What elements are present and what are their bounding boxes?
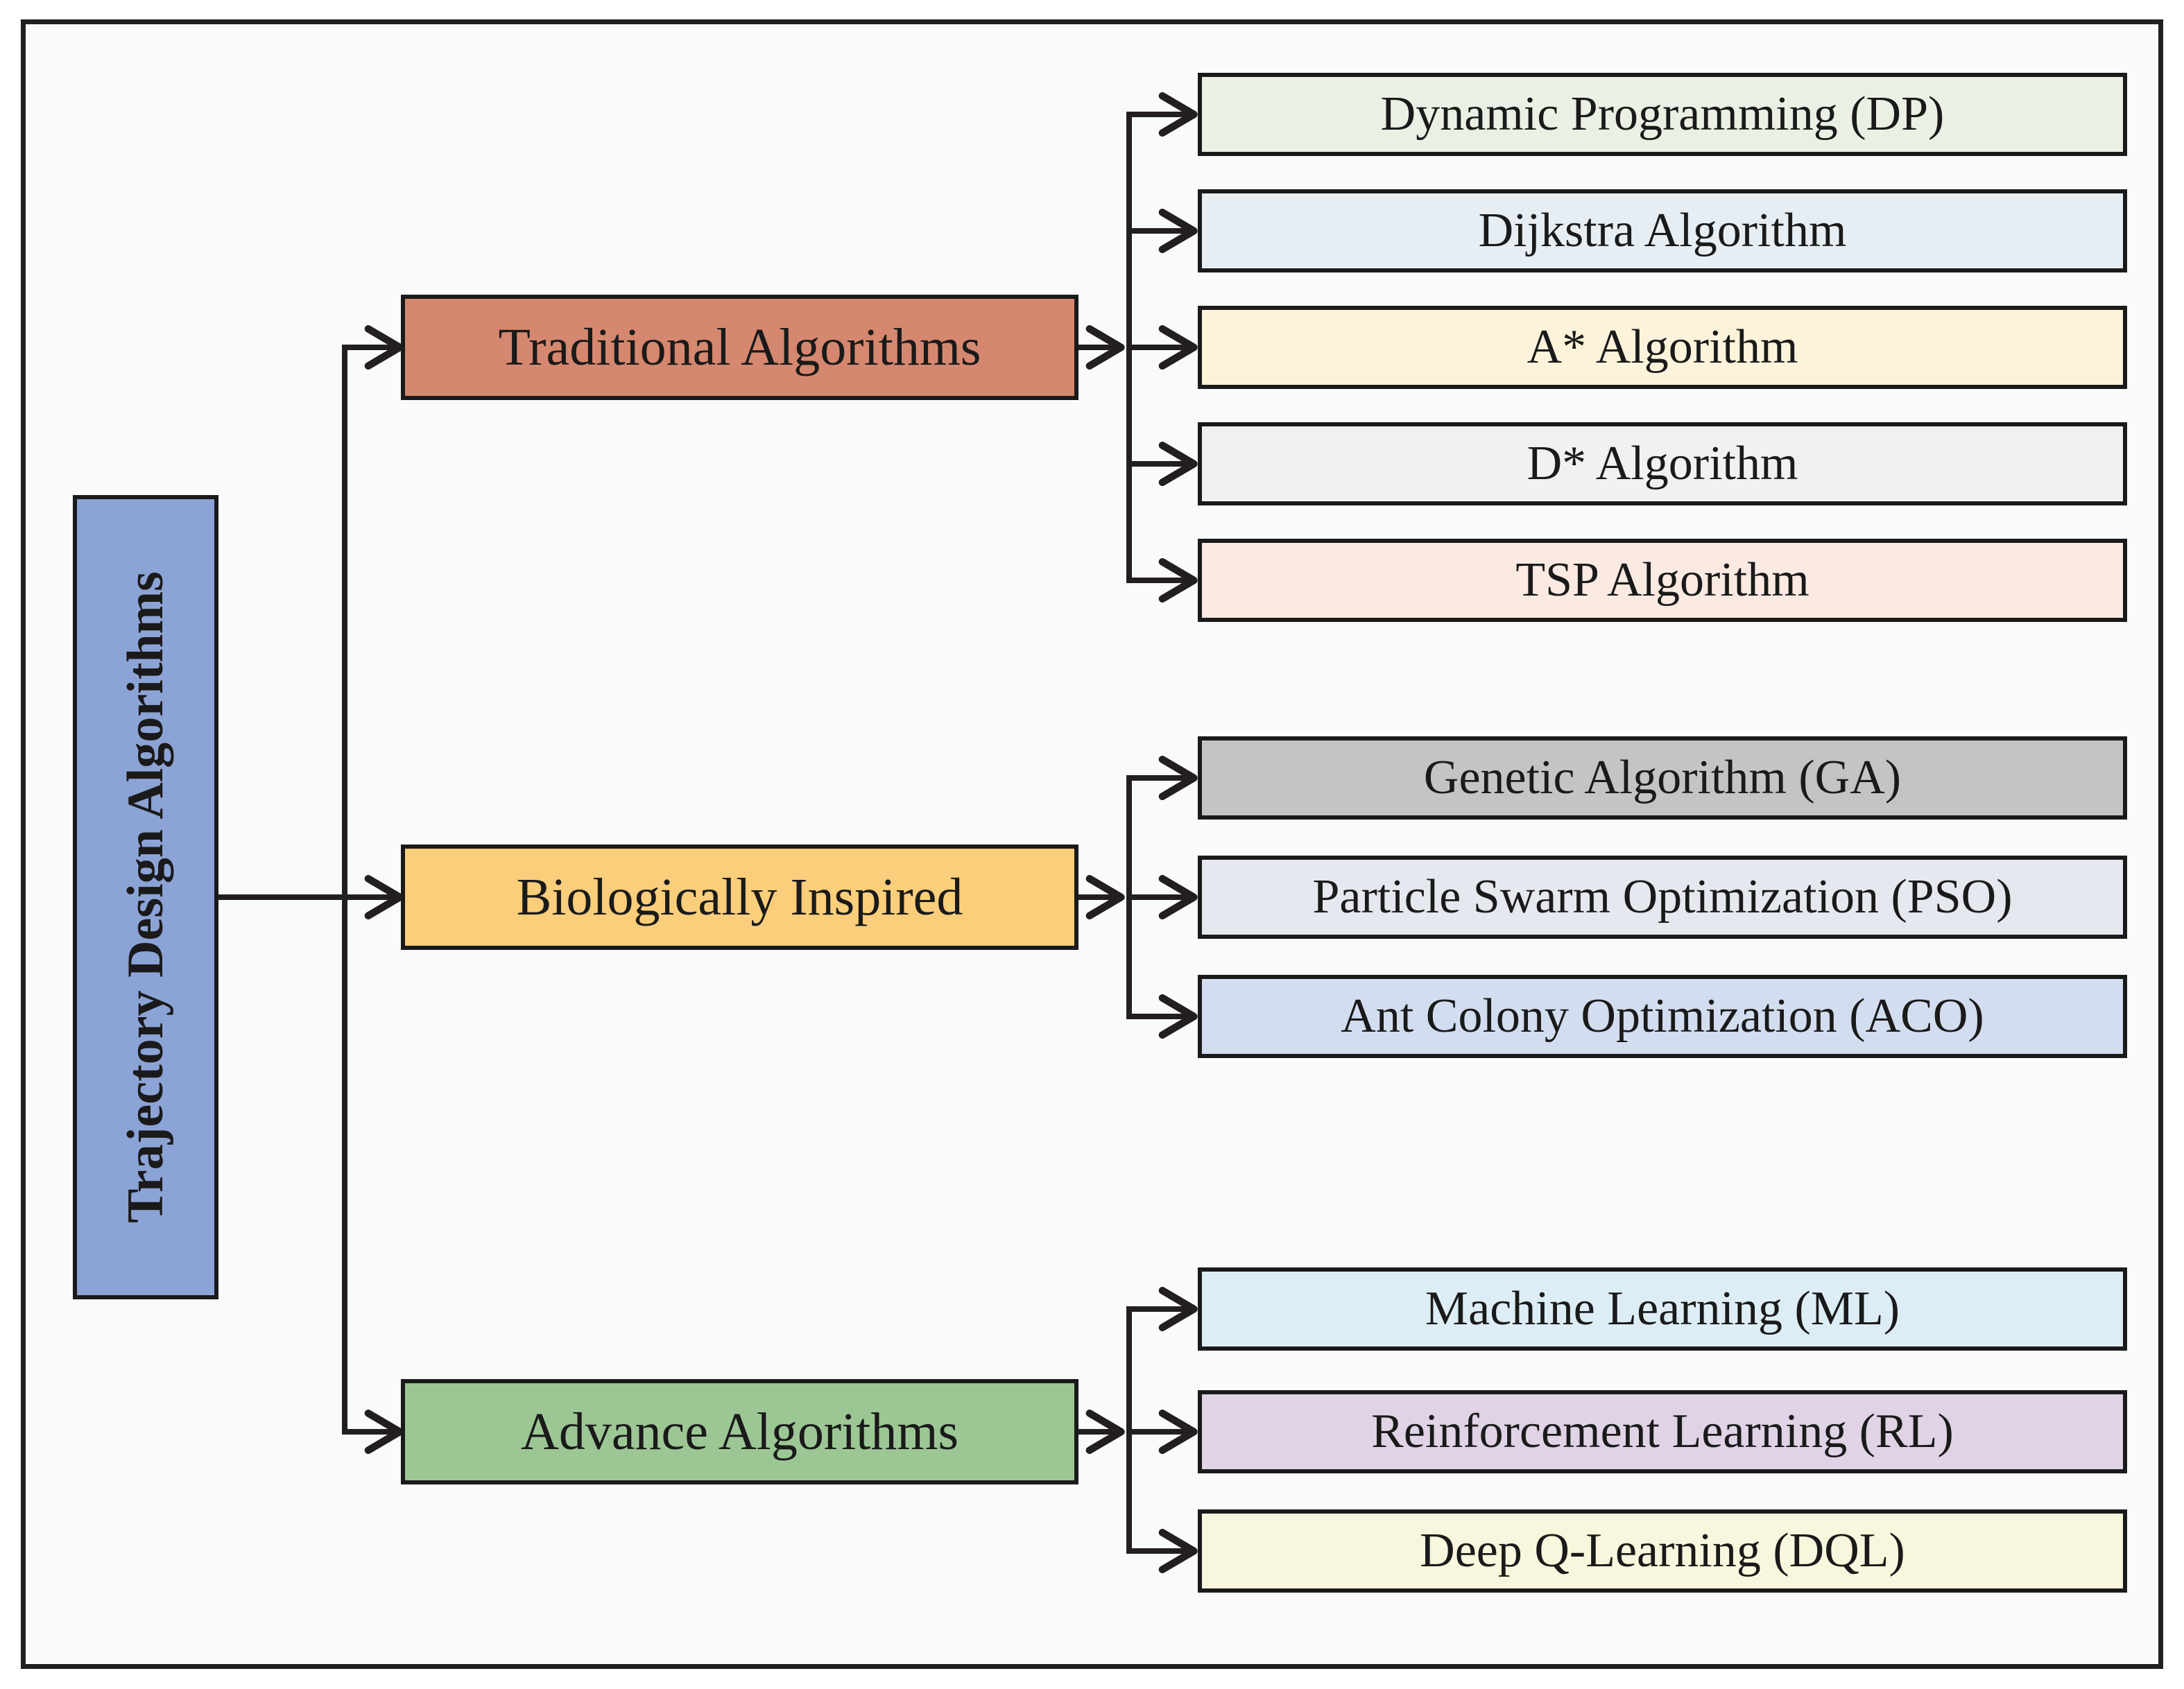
node-trajectory-design-algorithms: Trajectory Design Algorithms: [73, 495, 218, 1299]
node-d-star-algorithm: D* Algorithm: [1198, 422, 2127, 505]
node-label: Ant Colony Optimization (ACO): [1341, 989, 1984, 1043]
node-dijkstra-algorithm: Dijkstra Algorithm: [1198, 189, 2127, 272]
node-label: D* Algorithm: [1527, 437, 1798, 490]
node-particle-swarm-optimization: Particle Swarm Optimization (PSO): [1198, 856, 2127, 939]
node-genetic-algorithm: Genetic Algorithm (GA): [1198, 736, 2127, 820]
node-label: Dijkstra Algorithm: [1478, 204, 1847, 257]
node-deep-q-learning: Deep Q-Learning (DQL): [1198, 1509, 2127, 1593]
group-advance-algorithms: Advance Algorithms: [401, 1379, 1078, 1484]
node-reinforcement-learning: Reinforcement Learning (RL): [1198, 1390, 2127, 1473]
node-dynamic-programming: Dynamic Programming (DP): [1198, 73, 2127, 156]
node-label: Particle Swarm Optimization (PSO): [1312, 870, 2013, 924]
node-label: Dynamic Programming (DP): [1380, 87, 1945, 141]
node-label: Genetic Algorithm (GA): [1423, 751, 1902, 804]
group-traditional-algorithms: Traditional Algorithms: [401, 295, 1078, 400]
node-label: A* Algorithm: [1527, 320, 1798, 374]
node-tsp-algorithm: TSP Algorithm: [1198, 539, 2127, 622]
node-machine-learning: Machine Learning (ML): [1198, 1267, 2127, 1351]
node-ant-colony-optimization: Ant Colony Optimization (ACO): [1198, 975, 2127, 1058]
node-label: Reinforcement Learning (RL): [1371, 1405, 1954, 1458]
root-label: Trajectory Design Algorithms: [117, 571, 175, 1223]
group-biologically-inspired: Biologically Inspired: [401, 844, 1078, 950]
node-label: Machine Learning (ML): [1425, 1282, 1900, 1335]
node-label: TSP Algorithm: [1515, 553, 1809, 607]
group-label: Advance Algorithms: [520, 1403, 959, 1461]
group-label: Biologically Inspired: [516, 868, 963, 926]
node-label: Deep Q-Learning (DQL): [1420, 1524, 1905, 1577]
group-label: Traditional Algorithms: [498, 318, 981, 376]
node-a-star-algorithm: A* Algorithm: [1198, 306, 2127, 389]
